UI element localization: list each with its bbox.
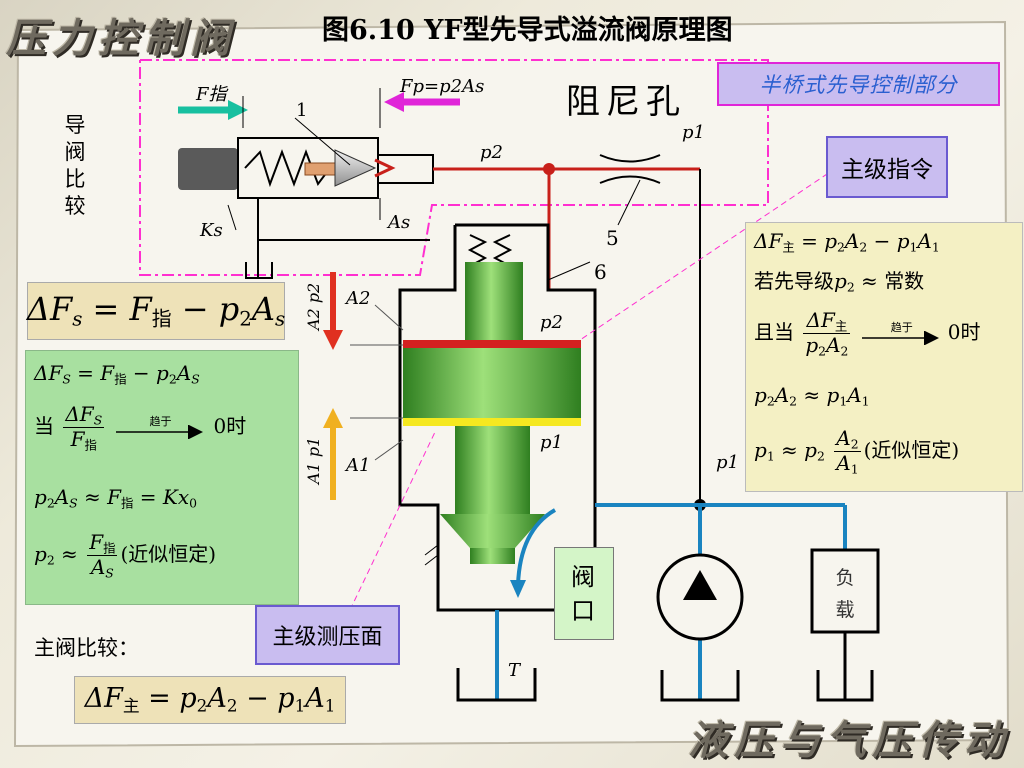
label-damping-orifice: 阻尼孔 — [566, 82, 686, 122]
label-pilot-compare: 导阀比较 — [64, 113, 86, 218]
label-part-1: 1 — [296, 100, 308, 121]
label-p1-right: p1 — [716, 452, 739, 473]
label-T: T — [508, 660, 521, 681]
label-A1: A1 — [346, 455, 371, 476]
right-eq-1: ΔF主 = p2A2 − p1A1 — [754, 229, 940, 255]
label-part-6: 6 — [594, 260, 607, 284]
main-sense-label: 主级测压面 — [255, 605, 400, 665]
label-A1p1: A1 p1 — [304, 436, 323, 484]
right-eq-2: 若先导级p2 ≈ 常数 — [754, 269, 925, 295]
pilot-boundary — [139, 59, 769, 276]
pilot-valve — [178, 137, 434, 279]
label-load: 负载 — [835, 567, 855, 621]
half-bridge-label: 半桥式先导控制部分 — [717, 62, 1000, 106]
main-compare-equation: ΔF主 = p2A2 − p1A1 — [74, 676, 346, 724]
label-p2-spool: p2 — [540, 312, 563, 333]
label-A2p2: A2 p2 — [304, 282, 323, 330]
green-eq-1: ΔFS = F指 − p2AS — [34, 361, 200, 387]
label-p1-spool: p1 — [540, 432, 563, 453]
label-F-p: Fp=p2As — [400, 76, 485, 97]
label-Ks: Ks — [200, 220, 223, 241]
brand-top-left: 压力控制阀 — [6, 15, 236, 62]
label-p2-top: p2 — [480, 142, 503, 163]
label-part-5: 5 — [606, 226, 619, 250]
page-title: 图6.10 YF型先导式溢流阀原理图 — [322, 15, 733, 46]
pilot-force-equation: ΔFs = F指 − p2As — [27, 282, 285, 340]
main-compare-label: 主阀比较： — [34, 636, 139, 660]
main-command-label: 主级指令 — [826, 136, 948, 198]
label-A2: A2 — [346, 288, 371, 309]
right-eq-4: p2A2 ≈ p1A1 — [754, 383, 870, 409]
valve-port-label: 阀口 — [554, 547, 614, 640]
green-eq-3: p2AS ≈ F指 = Kx0 — [34, 485, 197, 511]
label-F-cmd: F指 — [196, 84, 227, 105]
brand-bottom-right: 液压与气压传动 — [688, 717, 1010, 764]
label-p1-top: p1 — [682, 122, 705, 143]
label-As: As — [388, 212, 411, 233]
